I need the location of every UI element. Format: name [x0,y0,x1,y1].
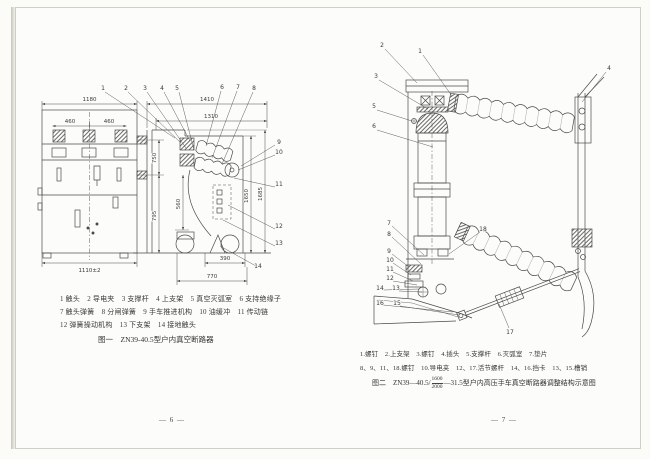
figure2-caption: 图二 ZN39—40.5/ 1600 2000 —31.5型户内高压手车真空断路… [372,376,596,390]
dim-depth-inner: 1310 [204,114,218,120]
callout-number: 16 [376,300,384,307]
caption-fraction: 1600 2000 [431,376,443,390]
callout-number: 10 [275,149,283,156]
parts-line: 12 弹簧操动机构 13 下支架 14 接地触头 [60,321,197,329]
callout-number: 6 [220,84,224,91]
callout-number: 2 [380,42,384,49]
dim-height-upper: 750 [152,152,158,163]
operating-mechanism-box [212,184,232,220]
upper-bushing-insulator [447,92,576,135]
callout-number: 18 [479,226,487,233]
callout-number: 7 [387,220,391,227]
page-right: 1 2 3 4 5 6 7 18 8 9 10 11 12 14 13 16 1 [342,12,638,447]
dim-wheelbase: 390 [220,256,231,262]
dim-width-top: 1180 [83,97,97,103]
breaker-frame [373,79,473,325]
parts-line: 1 触头 2 导电夹 3 支撑杆 4 上支架 5 真空灭弧室 6 支持绝缘子 [60,295,282,303]
dim-depth-total: 1410 [200,97,214,103]
mounting-wall [571,73,605,338]
callout-number: 7 [236,84,240,91]
page-number-right: — 7 — [491,416,517,424]
callout-number: 8 [387,231,391,238]
earthing-contact [209,234,226,254]
caption-fraction-denominator: 2000 [431,382,443,390]
figure1-caption: 图一 ZN39-40.5型户内真空断路器 [98,335,214,344]
callout-number: 5 [175,85,179,92]
bushing-terminals [51,129,129,158]
vacuum-interrupter-upper [179,137,195,151]
callout-number: 13 [392,285,400,292]
figure2-caption-prefix: 图二 ZN39—40.5/ [372,379,431,387]
page-spine-shadow [11,7,15,449]
callout-number: 6 [372,123,376,130]
caption-fraction-numerator: 1600 [431,376,443,382]
callout-number: 5 [372,103,376,110]
callout-number: 9 [387,248,391,255]
callout-number: 1 [101,85,105,92]
callout-number: 13 [275,240,283,247]
callout-number: 10 [386,257,394,264]
figure1-parts-list: 1 触头 2 导电夹 3 支撑杆 4 上支架 5 真空灭弧室 6 支持绝缘子 7… [60,293,281,332]
callout-number: 11 [275,181,283,188]
dim-height-lower: 795 [152,210,158,221]
callout-number: 3 [374,73,378,80]
rear-wheel [220,234,240,254]
callout-number: 2 [124,85,128,92]
callout-number: 8 [252,85,256,92]
callout-number: 3 [143,85,147,92]
callout-number: 12 [386,275,394,282]
door-handle [93,165,101,186]
conductive-clamp [416,106,449,113]
vacuum-interrupter [406,91,454,265]
callout-number: 4 [160,85,164,92]
adjusting-screw-rod [456,268,581,321]
side-view-dimensions: 1410 1310 750 795 560 1650 [137,96,268,285]
figure2-drawing: 1 2 3 4 5 6 7 18 8 9 10 11 12 14 13 16 1 [371,41,612,338]
callout-number: 14 [254,263,262,270]
figure2-parts-list: 1.螺钉 2.上支架 3.螺钉 4.插头 5.支撑杆 6.灭弧室 7.垫片 8、… [360,348,587,376]
front-view [37,109,138,260]
callout-number: 11 [386,266,394,273]
callout-number: 9 [277,139,281,146]
parts-line: 1.螺钉 2.上支架 3.螺钉 4.插头 5.支撑杆 6.灭弧室 7.垫片 [360,351,548,358]
drive-wheel [224,162,240,178]
callout-number: 14 [376,285,384,292]
page-left: 1180 460 460 1110±2 [20,12,336,447]
parts-line: 8、9、11、18.螺钉 10.导电夹 12、17.活节螺杆 14、16.挡卡 … [360,365,588,372]
page-number-left: — 6 — [159,416,185,424]
adjustment-mechanism [404,264,447,298]
front-wheel [175,234,195,254]
callout-number: 4 [607,65,611,72]
parts-line: 7 触头弹簧 8 分闸弹簧 9 手车推进机构 10 油缓冲 11 传动链 [60,308,269,316]
dim-bushing-left: 460 [65,119,76,125]
dim-height-overall: 1685 [258,187,264,201]
callout-number: 17 [506,329,514,336]
dim-depth-base: 770 [207,274,218,280]
dim-height-mech: 560 [176,198,182,209]
callout-number: 1 [418,48,422,55]
figure2-callouts: 1 2 3 4 5 6 7 18 8 9 10 11 12 14 13 16 1 [371,41,611,336]
front-view-dimensions: 1180 460 460 1110±2 [41,96,138,275]
vacuum-interrupter-lower [179,153,195,167]
drive-linkage [187,169,212,237]
page-edge-border [15,7,641,449]
dim-bushing-right: 460 [104,119,115,125]
lower-bushing-insulator [453,221,579,294]
callout-number: 12 [275,223,283,230]
figure1-drawing: 1180 460 460 1110±2 [37,83,284,285]
figure2-caption-suffix: —31.5型户内高压手车真空断路器调整结构示意图 [443,379,596,387]
callout-number: 15 [393,300,401,307]
dim-height-inner: 1650 [244,189,250,203]
dim-width-bottom: 1110±2 [78,268,100,274]
side-view [133,129,271,254]
figure1-callouts: 1 2 3 4 5 6 7 8 9 10 11 12 13 14 [100,83,283,270]
